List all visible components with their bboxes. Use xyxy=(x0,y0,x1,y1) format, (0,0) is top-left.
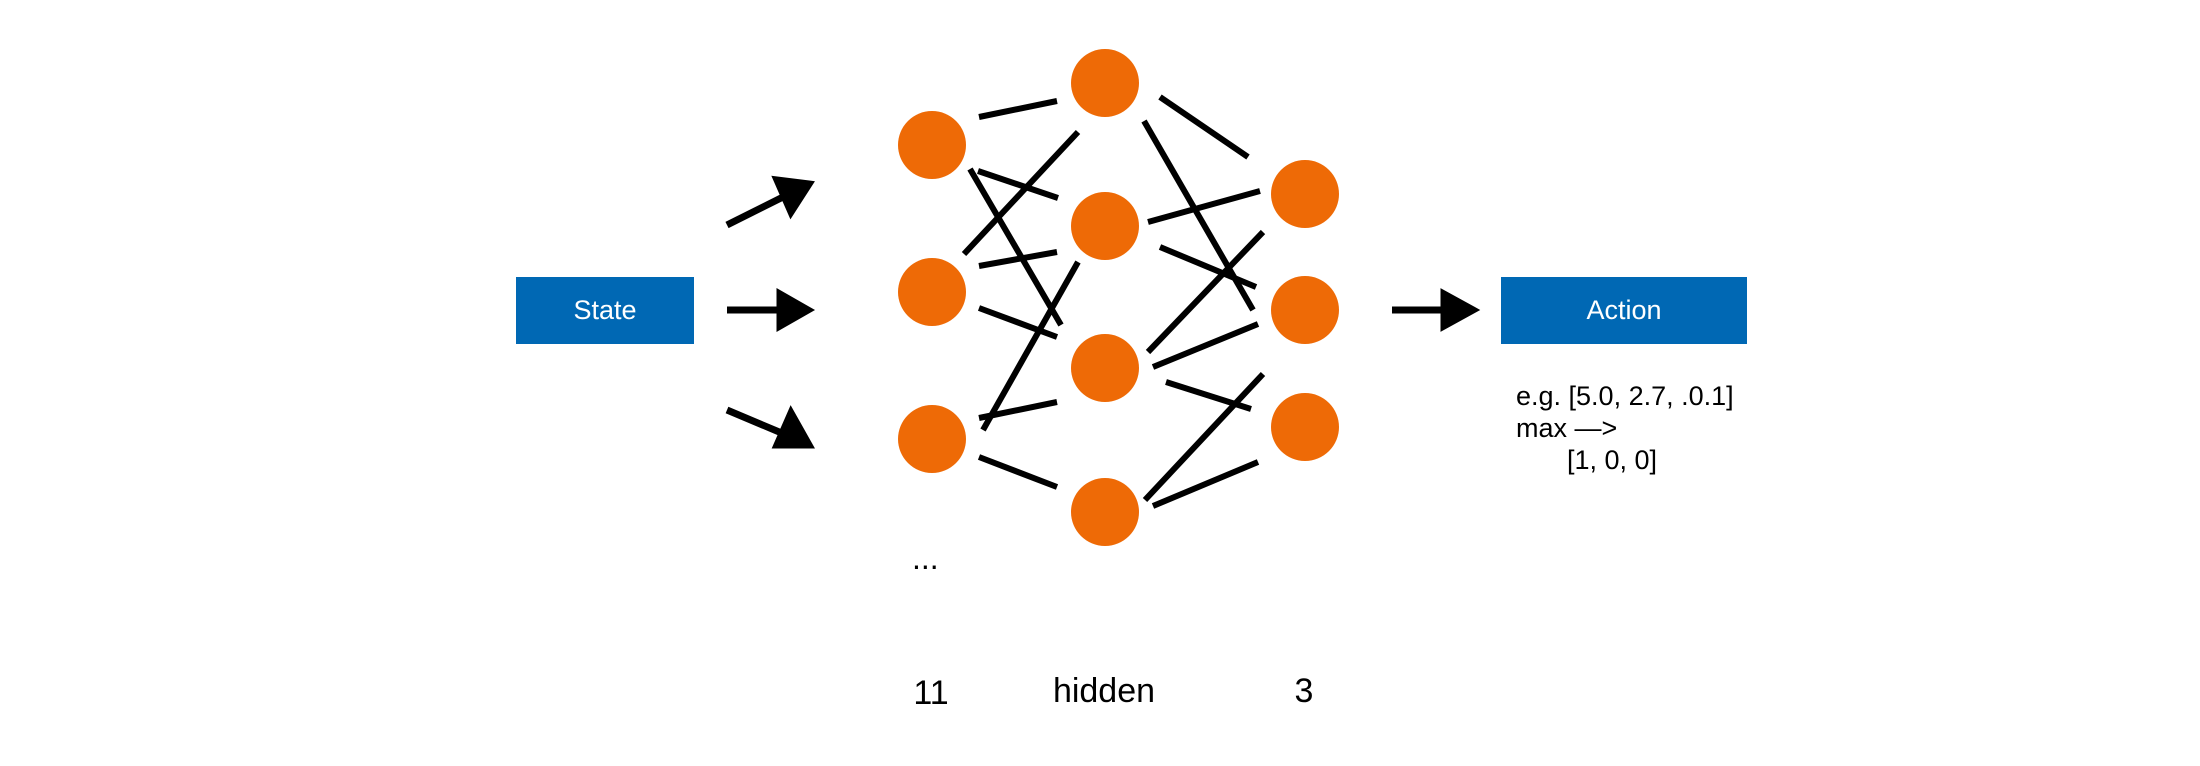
input-neuron-3 xyxy=(898,405,966,473)
connections xyxy=(961,94,1266,509)
neurons xyxy=(898,49,1339,546)
output-neuron-3 xyxy=(1271,393,1339,461)
example-one-hot: [1, 0, 0] xyxy=(1567,445,1658,475)
output-arrow xyxy=(1392,288,1481,332)
input-layer-label: 11 xyxy=(913,674,949,712)
example-max: max —> xyxy=(1516,413,1618,443)
state-box: State xyxy=(516,277,694,344)
state-label: State xyxy=(573,295,637,325)
arrow-down-head xyxy=(771,405,815,449)
hidden-layer-label: hidden xyxy=(1052,672,1156,710)
example-vector: e.g. [5.0, 2.7, .0.1] xyxy=(1516,381,1734,411)
input-ellipsis: ... xyxy=(912,540,939,576)
input-neuron-2 xyxy=(898,258,966,326)
arrow-up xyxy=(725,192,787,229)
hidden-neuron-3 xyxy=(1071,334,1139,402)
output-layer-label: 3 xyxy=(1294,672,1314,710)
input-neuron-1 xyxy=(898,111,966,179)
arrow-middle-head xyxy=(776,287,816,333)
arrow-down xyxy=(725,406,786,438)
hidden-neuron-4 xyxy=(1071,478,1139,546)
output-neuron-1 xyxy=(1271,160,1339,228)
action-box: Action xyxy=(1501,277,1747,344)
arrow-up-head xyxy=(771,175,815,220)
hidden-neuron-1 xyxy=(1071,49,1139,117)
input-arrows xyxy=(725,175,816,449)
output-neuron-2 xyxy=(1271,276,1339,344)
hidden-neuron-2 xyxy=(1071,192,1139,260)
action-label: Action xyxy=(1586,295,1662,325)
